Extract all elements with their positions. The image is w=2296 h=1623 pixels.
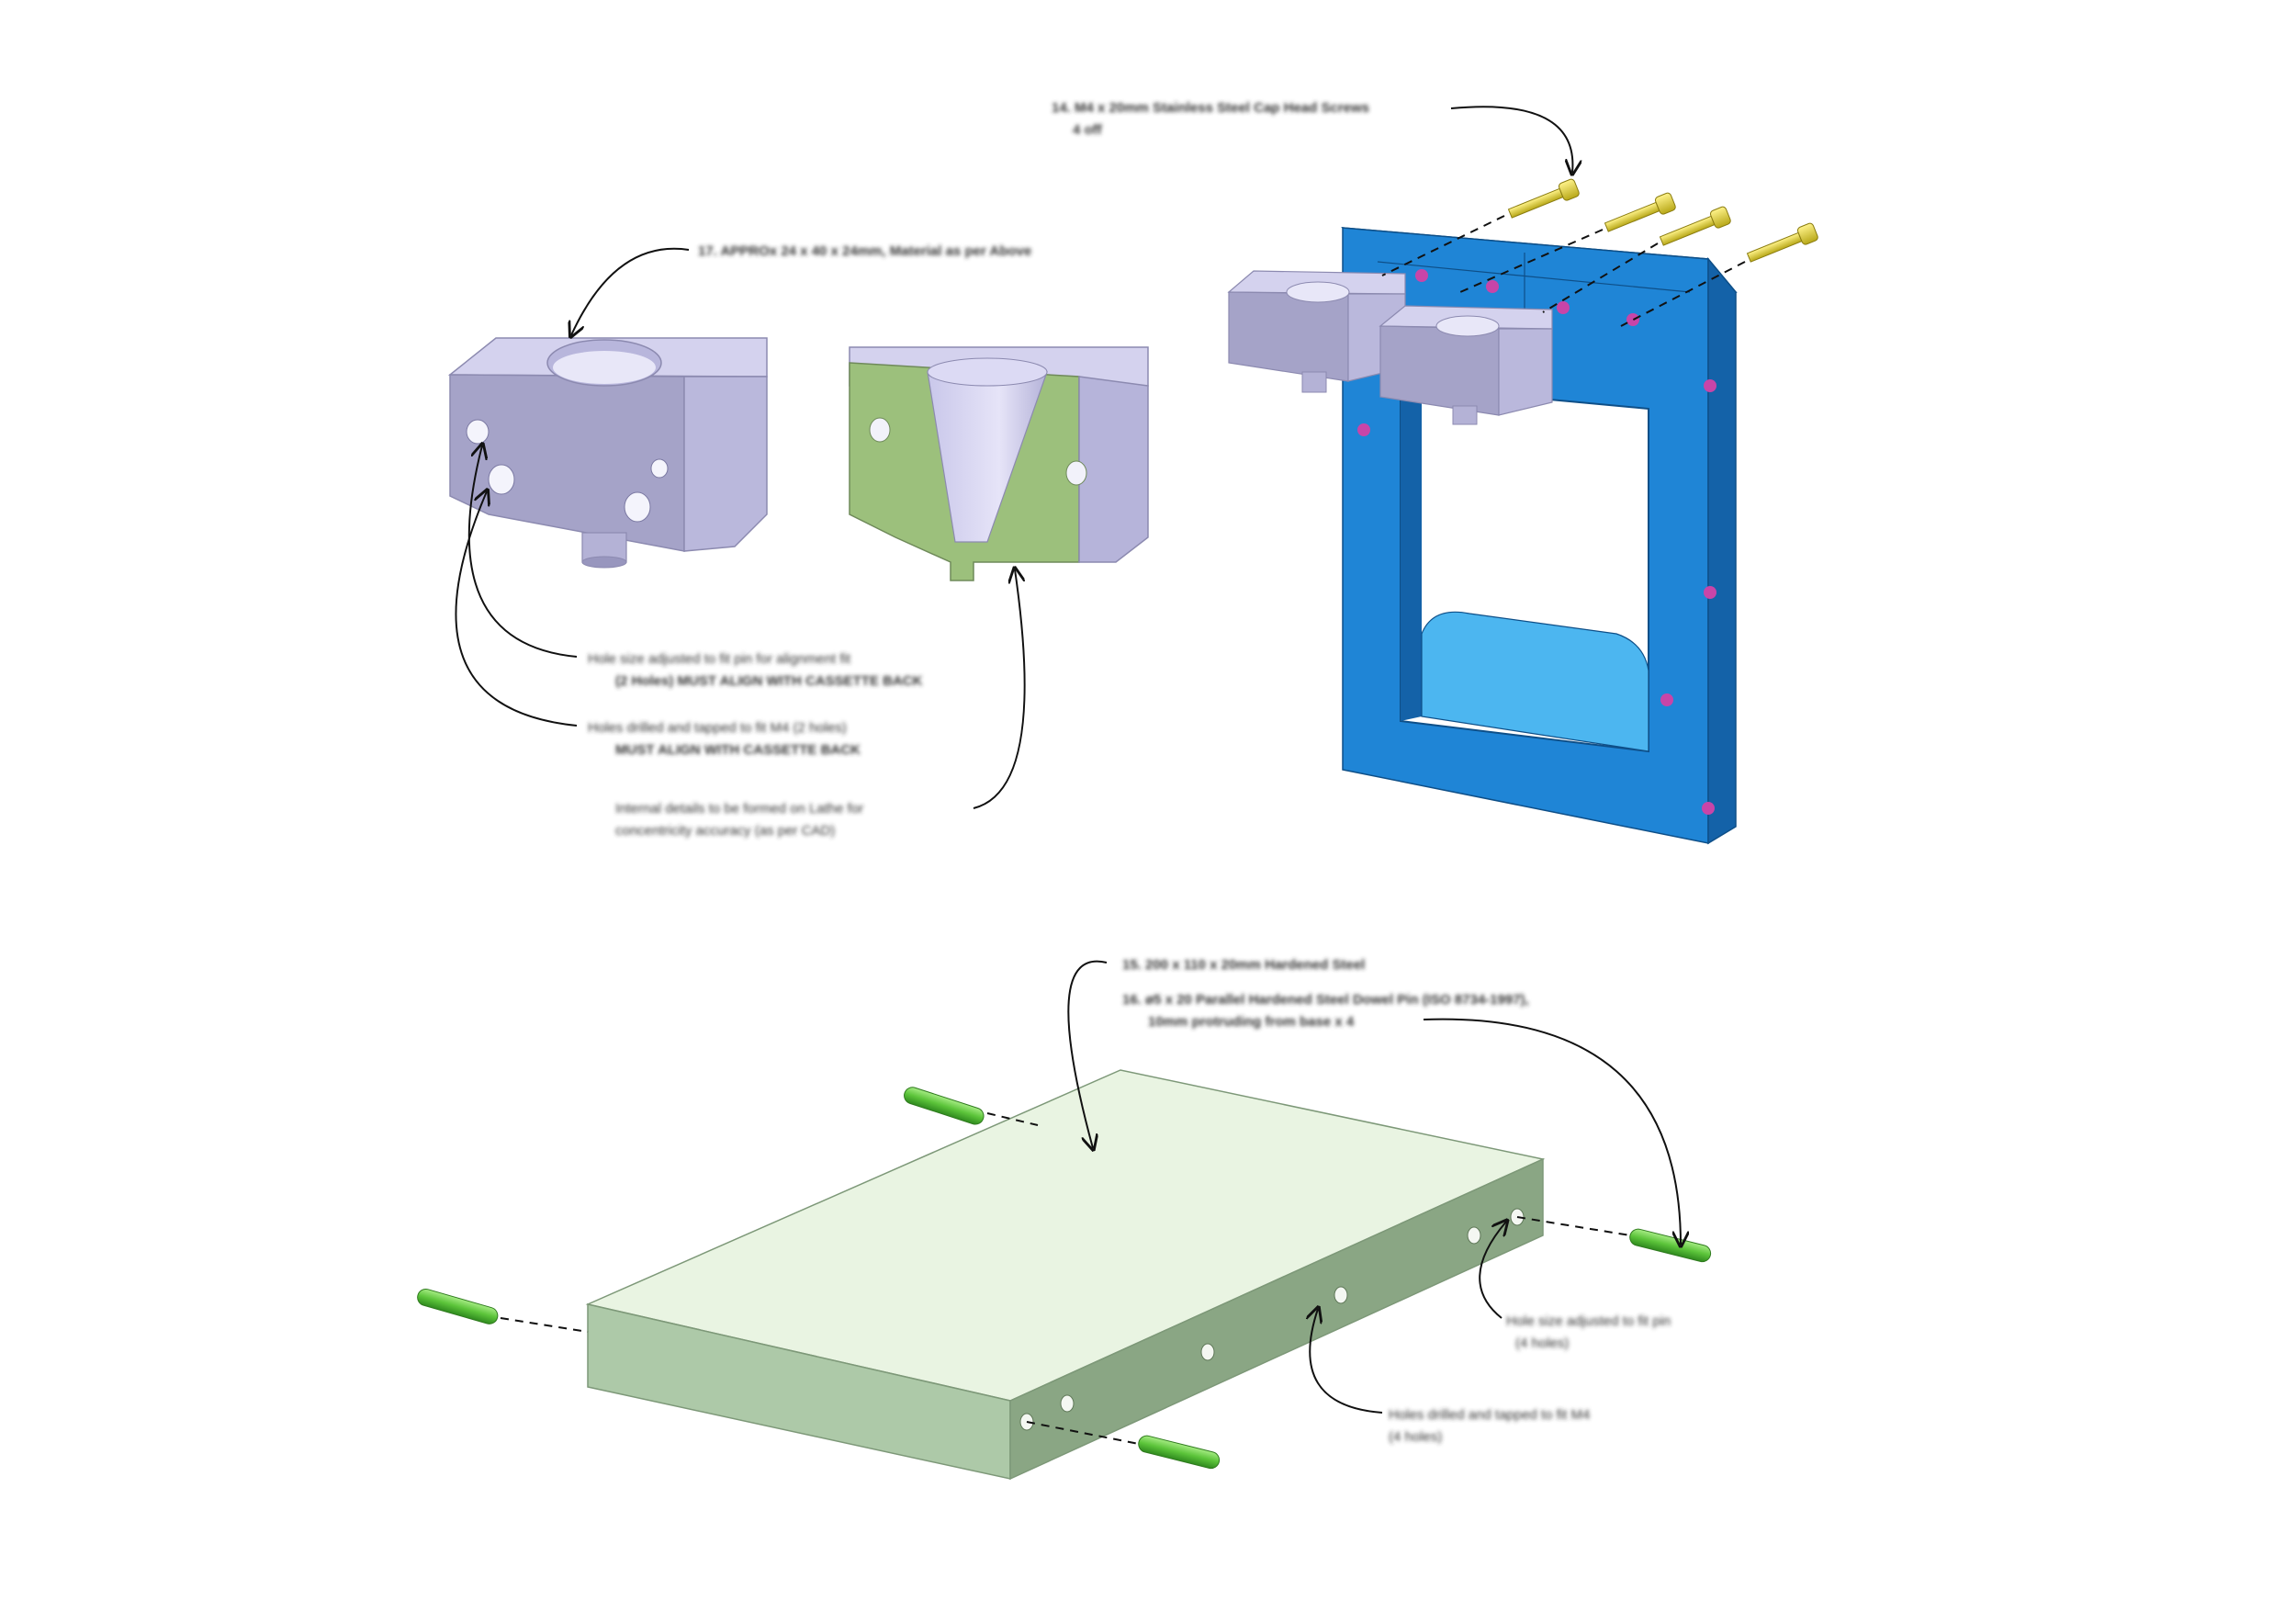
screw	[1604, 192, 1676, 232]
pin-center-lines	[500, 1112, 1631, 1445]
annotation-tapped-holes-line1: Holes drilled and tapped to fit M4 (2 ho…	[588, 720, 847, 736]
leader-arrows	[455, 106, 1681, 1414]
dowel-pins	[417, 1087, 1712, 1470]
annotation-plate-pin-holes-line2: (4 holes)	[1515, 1336, 1569, 1351]
cap-head-screws	[1507, 178, 1818, 263]
dowel-pin	[1138, 1435, 1221, 1470]
annotation-dowel-pins-line2: 10mm protruding from base x 4	[1148, 1014, 1355, 1030]
annotation-dowel-pins-line1: 16. ø5 x 20 Parallel Hardened Steel Dowe…	[1122, 992, 1529, 1008]
annotation-plate-tapped-holes-line1: Holes drilled and tapped to fit M4	[1389, 1407, 1590, 1423]
dowel-pin	[904, 1087, 985, 1125]
annotation-screws-line2: 4 off	[1073, 122, 1103, 138]
annotation-plate-pin-holes-line1: Hole size adjusted to fit pin	[1506, 1313, 1671, 1329]
annotation-internal-detail-line1: Internal details to be formed on Lathe f…	[615, 801, 863, 817]
screw-center-lines	[1381, 215, 1746, 327]
annotation-screws-line1: 14. M4 x 20mm Stainless Steel Cap Head S…	[1052, 100, 1369, 116]
screw	[1746, 222, 1818, 263]
base-plate	[585, 1069, 1546, 1481]
annotation-plate-tapped-holes-line2: (4 holes)	[1389, 1429, 1442, 1445]
annotation-tapped-holes-line2: MUST ALIGN WITH CASSETTE BACK	[615, 742, 861, 758]
dowel-pin	[417, 1288, 499, 1324]
annotation-block-line1: 17. APPROx 24 x 40 x 24mm, Material as p…	[698, 243, 1031, 259]
screw	[1659, 206, 1731, 246]
dowel-pin	[1629, 1228, 1712, 1263]
annotation-texts: 14. M4 x 20mm Stainless Steel Cap Head S…	[588, 100, 1671, 1445]
block-part-solid	[447, 337, 768, 569]
annotation-alignment-holes-line2: (2 Holes) MUST ALIGN WITH CASSETTE BACK	[615, 673, 923, 689]
annotation-internal-detail-line2: concentricity accuracy (as per CAD)	[615, 823, 835, 839]
annotation-plate-line1: 15. 200 x 110 x 20mm Hardened Steel	[1122, 957, 1365, 973]
annotation-alignment-holes-line1: Hole size adjusted to fit pin for alignm…	[588, 651, 851, 667]
frame-mounted-blocks	[1227, 270, 1553, 425]
block-part-section	[849, 346, 1149, 581]
screw	[1507, 178, 1580, 219]
